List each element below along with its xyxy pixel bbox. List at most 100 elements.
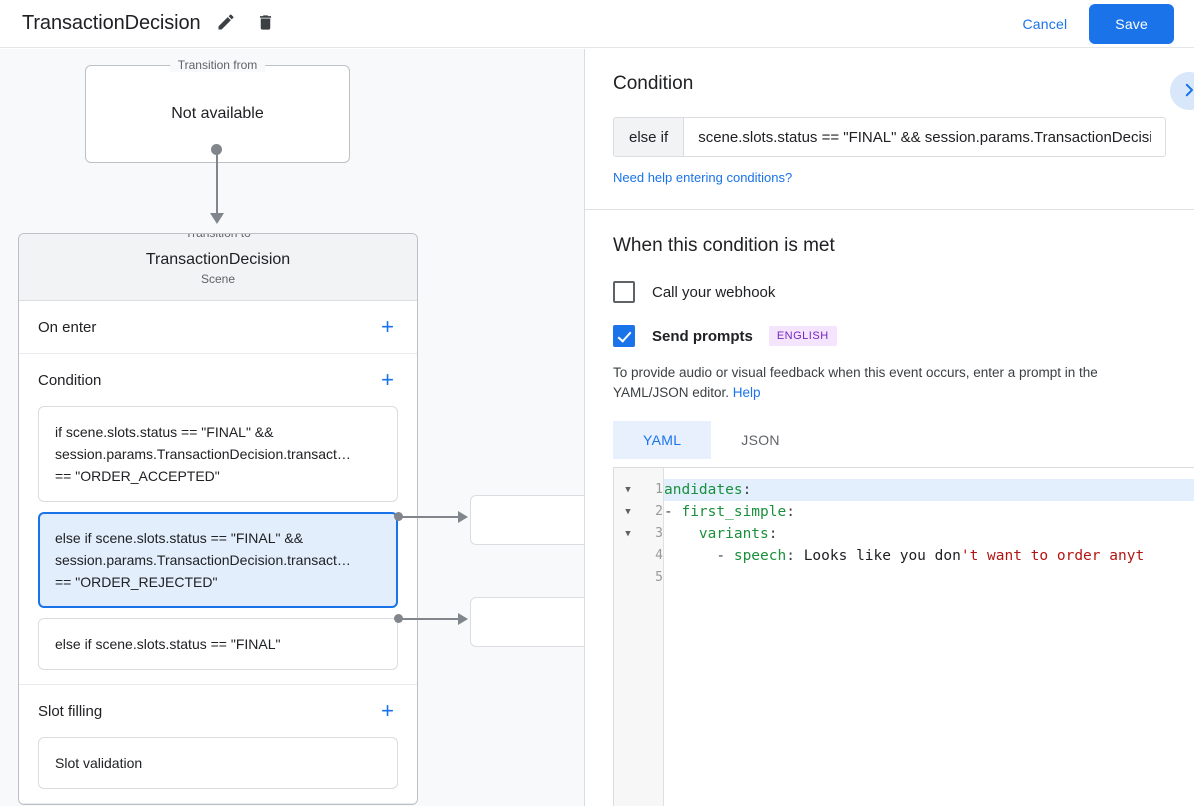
prompt-description: To provide audio or visual feedback when… (613, 363, 1166, 403)
condition-link-dot (394, 614, 403, 623)
scene-card-header: Transition to TransactionDecision Scene (19, 234, 417, 301)
code-token: andidates (664, 482, 743, 498)
condition-text-line: else if scene.slots.status == "FINAL" (55, 636, 281, 652)
code-fold-toggle[interactable]: ▼ (625, 485, 631, 495)
condition-heading: Condition (613, 73, 694, 94)
transition-from-legend: Transition from (169, 58, 266, 72)
code-line-number: 4 (655, 548, 663, 563)
condition-text-line: == "ORDER_REJECTED" (55, 574, 218, 590)
code-token: - (664, 504, 682, 520)
scene-name: TransactionDecision (145, 251, 291, 268)
code-fold-toggle (614, 545, 642, 567)
trash-icon (256, 13, 275, 35)
code-line-number: 1 (655, 482, 663, 497)
code-token: 't want to order anyt (960, 548, 1145, 564)
code-token: first_simple (681, 504, 787, 520)
condition-text-line: session.params.TransactionDecision.trans… (55, 552, 351, 568)
section-title-on-enter: On enter (38, 318, 97, 336)
section-slot-filling: Slot filling + Slot validation (19, 685, 417, 804)
code-fold-toggle[interactable]: ▼ (625, 507, 631, 517)
help-link[interactable]: Help (732, 385, 761, 400)
condition-target-node[interactable] (470, 597, 585, 647)
condition-text-line: == "ORDER_ACCEPTED" (55, 468, 220, 484)
when-met-heading: When this condition is met (613, 235, 835, 256)
scene-diagram-pane: Transition from Not available Transition… (0, 49, 585, 806)
section-title-slot-filling: Slot filling (38, 702, 103, 720)
scene-type-label: Scene (200, 272, 236, 286)
code-token: - (664, 548, 734, 564)
code-line-number: 3 (655, 526, 663, 541)
tab-json[interactable]: JSON (711, 421, 810, 459)
condition-list-item[interactable]: if scene.slots.status == "FINAL" && sessi… (38, 406, 398, 502)
cancel-button[interactable]: Cancel (1011, 8, 1080, 40)
code-token: speech (733, 548, 787, 564)
tab-yaml[interactable]: YAML (613, 421, 712, 459)
condition-text-line: else if scene.slots.status == "FINAL" && (55, 530, 304, 546)
code-line[interactable]: - first_simple: (664, 501, 1194, 523)
condition-list: if scene.slots.status == "FINAL" && sessi… (19, 406, 417, 684)
transition-from-value: Not available (171, 105, 264, 122)
section-on-enter: On enter + (19, 301, 417, 354)
code-fold-gutter[interactable]: ▼ ▼ ▼ (614, 468, 642, 806)
add-condition-button[interactable]: + (377, 367, 398, 393)
condition-text-line: session.params.TransactionDecision.trans… (55, 446, 351, 462)
code-line-number: 2 (655, 504, 663, 519)
section-condition: Condition + if scene.slots.status == "FI… (19, 354, 417, 685)
code-fold-toggle[interactable]: ▼ (625, 529, 631, 539)
pencil-icon (216, 12, 236, 35)
code-token: Looks like you don (794, 548, 961, 564)
code-token: variants (698, 526, 769, 542)
code-line[interactable] (664, 567, 1194, 589)
condition-list-item[interactable]: else if scene.slots.status == "FINAL" &&… (38, 512, 398, 608)
condition-operator-prefix: else if (614, 118, 685, 156)
code-token: : (742, 482, 752, 498)
transition-to-scene-card: Transition to TransactionDecision Scene … (18, 233, 418, 805)
condition-link-line (402, 516, 460, 518)
condition-text-line: Slot validation (55, 755, 143, 771)
condition-help-link[interactable]: Need help entering conditions? (613, 170, 793, 185)
condition-link-dot (394, 512, 403, 521)
editor-format-tabs: YAML JSON (613, 421, 1166, 459)
transition-to-legend: Transition to (177, 234, 259, 240)
section-title-condition: Condition (38, 371, 102, 389)
send-prompts-checkbox[interactable] (613, 325, 635, 347)
connector-line (216, 148, 218, 218)
add-on-enter-button[interactable]: + (377, 314, 398, 340)
code-line[interactable]: andidates: (664, 479, 1194, 501)
code-line[interactable]: variants: (664, 523, 1194, 545)
section-header: On enter + (19, 301, 417, 353)
condition-target-node[interactable] (470, 495, 585, 545)
condition-text-line: if scene.slots.status == "FINAL" && (55, 424, 274, 440)
section-header: Slot filling + (19, 685, 417, 737)
pane-divider (584, 49, 585, 806)
slot-filling-list-item[interactable]: Slot validation (38, 737, 398, 789)
chevron-right-icon (1180, 81, 1194, 102)
condition-expression-input[interactable] (684, 118, 1165, 156)
code-token: : (786, 504, 795, 520)
condition-list-item[interactable]: else if scene.slots.status == "FINAL" (38, 618, 398, 670)
page-title: TransactionDecision (22, 12, 201, 34)
section-header: Condition + (19, 354, 417, 406)
edit-name-button[interactable] (211, 9, 241, 39)
send-prompts-label: Send prompts (652, 327, 753, 345)
code-token: : (768, 526, 778, 542)
condition-link-line (402, 618, 460, 620)
code-line[interactable]: - speech: Looks like you don't want to o… (664, 545, 1194, 567)
expand-panel-button[interactable] (1170, 72, 1194, 110)
delete-button[interactable] (251, 9, 281, 39)
code-fold-toggle (614, 567, 642, 589)
condition-editor-section: Condition else if Need help entering con… (585, 49, 1194, 210)
call-webhook-checkbox[interactable] (613, 281, 635, 303)
code-content-area[interactable]: andidates:- first_simple: variants: - sp… (664, 468, 1194, 806)
code-token: : (786, 548, 795, 564)
top-app-bar: TransactionDecision Cancel Save (0, 0, 1194, 48)
code-token (664, 526, 699, 542)
when-condition-met-section: When this condition is met Call your web… (585, 210, 1194, 459)
save-button[interactable]: Save (1089, 3, 1174, 44)
add-slot-filling-button[interactable]: + (377, 698, 398, 724)
webhook-row: Call your webhook (613, 281, 1166, 303)
prompt-description-text: To provide audio or visual feedback when… (613, 365, 1098, 400)
slot-filling-list: Slot validation (19, 737, 417, 803)
